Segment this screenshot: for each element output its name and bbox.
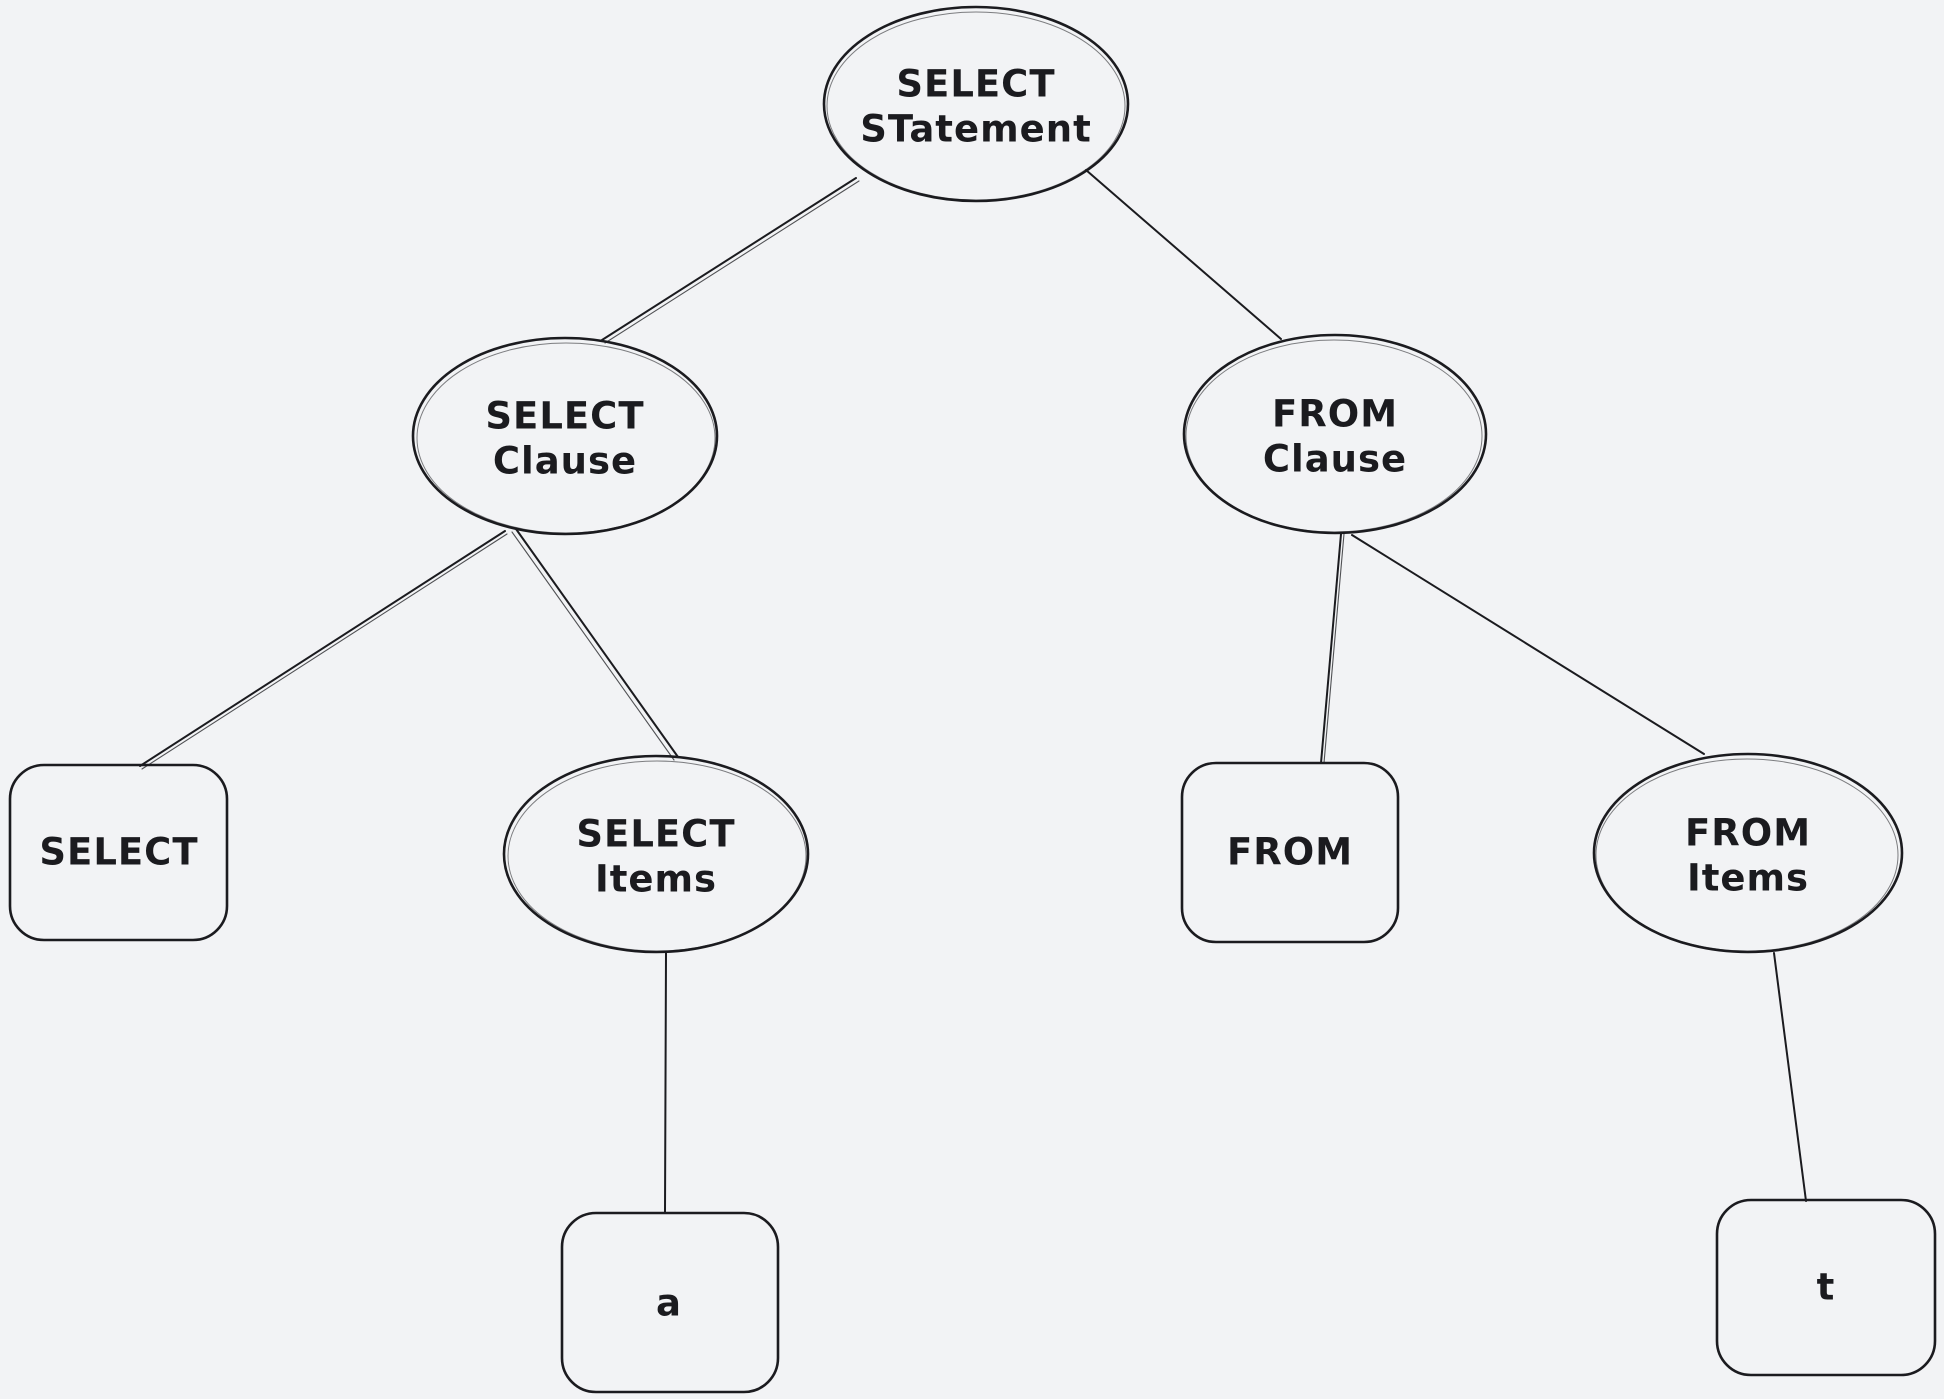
node-literal-t-shape — [1715, 1198, 1937, 1377]
node-select-clause: SELECT Clause — [411, 336, 719, 536]
node-select-statement: SELECT STatement — [822, 5, 1130, 203]
node-literal-t-label: t — [1817, 1266, 1836, 1309]
edge-select-statement-to-select-clause — [601, 177, 857, 341]
edges — [139, 169, 1807, 1214]
node-from-items-shape — [1592, 752, 1904, 954]
edge-select-items-to-literal-a — [664, 952, 667, 1214]
nodes: SELECT STatement SELECT Clause FROM Clau… — [8, 5, 1937, 1394]
node-from-items-label-line2: Items — [1687, 857, 1809, 900]
node-literal-t: t — [1715, 1198, 1937, 1377]
node-from-keyword-shape — [1180, 761, 1400, 944]
node-from-clause-shape — [1182, 333, 1488, 535]
node-from-keyword: FROM — [1180, 761, 1400, 944]
node-select-items-shape — [502, 754, 810, 954]
node-literal-a: a — [560, 1211, 780, 1394]
edge-select-clause-to-select-items — [515, 528, 679, 758]
node-select-clause-shape-ghost — [416, 342, 716, 534]
node-from-keyword-label: FROM — [1227, 831, 1353, 874]
node-select-keyword-label: SELECT — [39, 831, 198, 874]
edge-select-statement-to-from-clause — [1085, 169, 1282, 340]
node-select-items-label-line1: SELECT — [576, 813, 735, 856]
edge-select-statement-to-select-clause-ghost — [604, 180, 860, 344]
edge-select-clause-to-select-keyword-ghost — [141, 533, 508, 770]
node-select-clause-shape — [411, 336, 719, 536]
node-select-statement-label-line1: SELECT — [896, 63, 1055, 106]
node-select-items-shape-ghost — [507, 760, 807, 952]
node-from-clause-label-line2: Clause — [1263, 438, 1407, 481]
edge-from-items-to-literal-t — [1773, 952, 1807, 1202]
node-select-items: SELECT Items — [502, 754, 810, 954]
node-select-clause-label-line2: Clause — [493, 440, 637, 483]
edge-from-clause-to-from-keyword-ghost — [1323, 533, 1345, 764]
node-select-statement-shape — [822, 5, 1130, 203]
edge-from-clause-to-from-keyword — [1320, 533, 1342, 764]
node-select-statement-label-line2: STatement — [860, 108, 1092, 151]
node-from-items: FROM Items — [1592, 752, 1904, 954]
node-from-clause-shape-ghost — [1185, 339, 1483, 533]
edge-from-clause-to-from-items — [1351, 534, 1705, 755]
node-from-clause: FROM Clause — [1182, 333, 1488, 535]
node-select-keyword: SELECT — [8, 763, 229, 942]
node-select-items-label-line2: Items — [595, 858, 717, 901]
node-from-clause-label-line1: FROM — [1272, 393, 1398, 436]
node-from-items-label-line1: FROM — [1685, 812, 1811, 855]
node-select-statement-shape-ghost — [826, 11, 1126, 201]
node-select-keyword-shape — [8, 763, 229, 942]
edge-select-clause-to-select-items-ghost — [511, 531, 675, 761]
node-select-clause-label-line1: SELECT — [485, 395, 644, 438]
node-from-items-shape-ghost — [1595, 758, 1899, 952]
edge-select-clause-to-select-keyword — [139, 530, 506, 767]
node-literal-a-shape — [560, 1211, 780, 1394]
node-literal-a-label: a — [656, 1282, 682, 1325]
